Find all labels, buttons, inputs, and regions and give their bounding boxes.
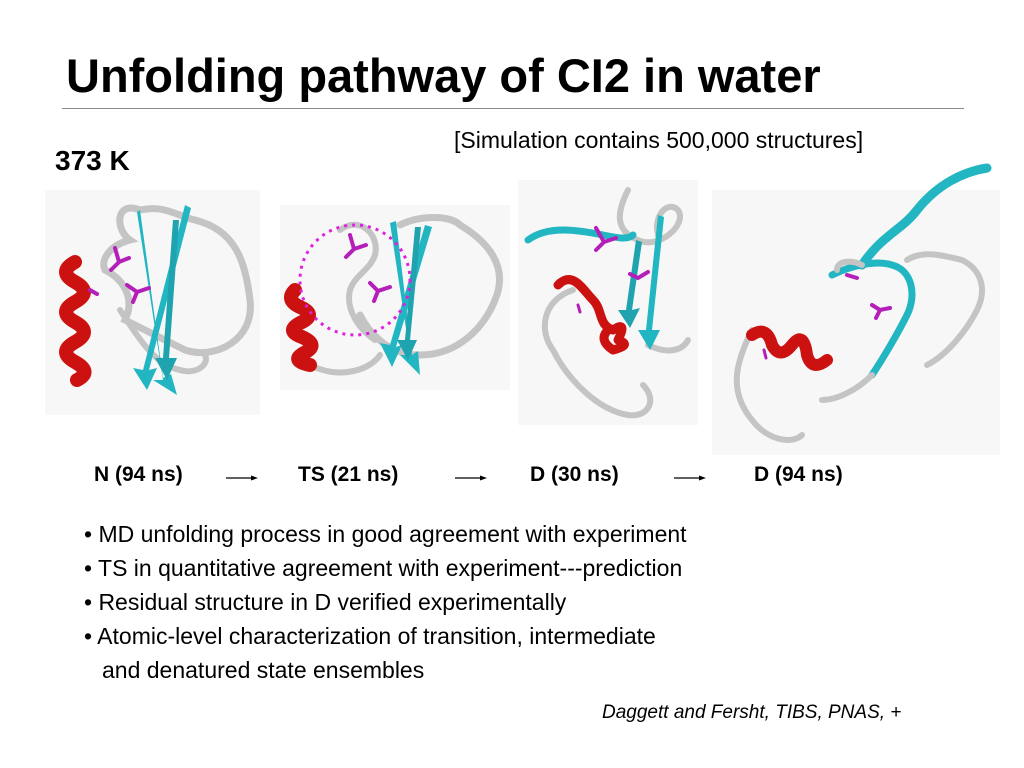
denatured-94ns-structure-image [712, 160, 1000, 455]
temperature-label: 373 K [55, 145, 130, 176]
state-label-transition: TS (21 ns) [298, 463, 399, 486]
denatured-30ns-structure-image [518, 180, 698, 425]
bullet-list: • MD unfolding process in good agreement… [84, 517, 984, 687]
arrow-right-icon [226, 471, 258, 485]
simulation-note: [Simulation contains 500,000 structures] [454, 127, 864, 153]
native-state-structure-image [45, 190, 260, 415]
bullet-item: • Residual structure in D verified exper… [84, 589, 567, 615]
state-label-native: N (94 ns) [94, 463, 183, 486]
arrow-right-icon [674, 471, 706, 485]
bullet-item: • MD unfolding process in good agreement… [84, 521, 687, 547]
slide-title: Unfolding pathway of CI2 in water [66, 49, 821, 102]
title-divider [62, 108, 964, 109]
bullet-item-continuation: and denatured state ensembles [102, 657, 425, 683]
bullet-item: • Atomic-level characterization of trans… [84, 623, 656, 649]
state-label-denatured-30: D (30 ns) [530, 463, 619, 486]
bullet-item: • TS in quantitative agreement with expe… [84, 555, 683, 581]
citation: Daggett and Fersht, TIBS, PNAS, + [602, 702, 902, 723]
arrow-right-icon [455, 471, 487, 485]
state-label-denatured-94: D (94 ns) [754, 463, 843, 486]
transition-state-structure-image [280, 205, 510, 390]
